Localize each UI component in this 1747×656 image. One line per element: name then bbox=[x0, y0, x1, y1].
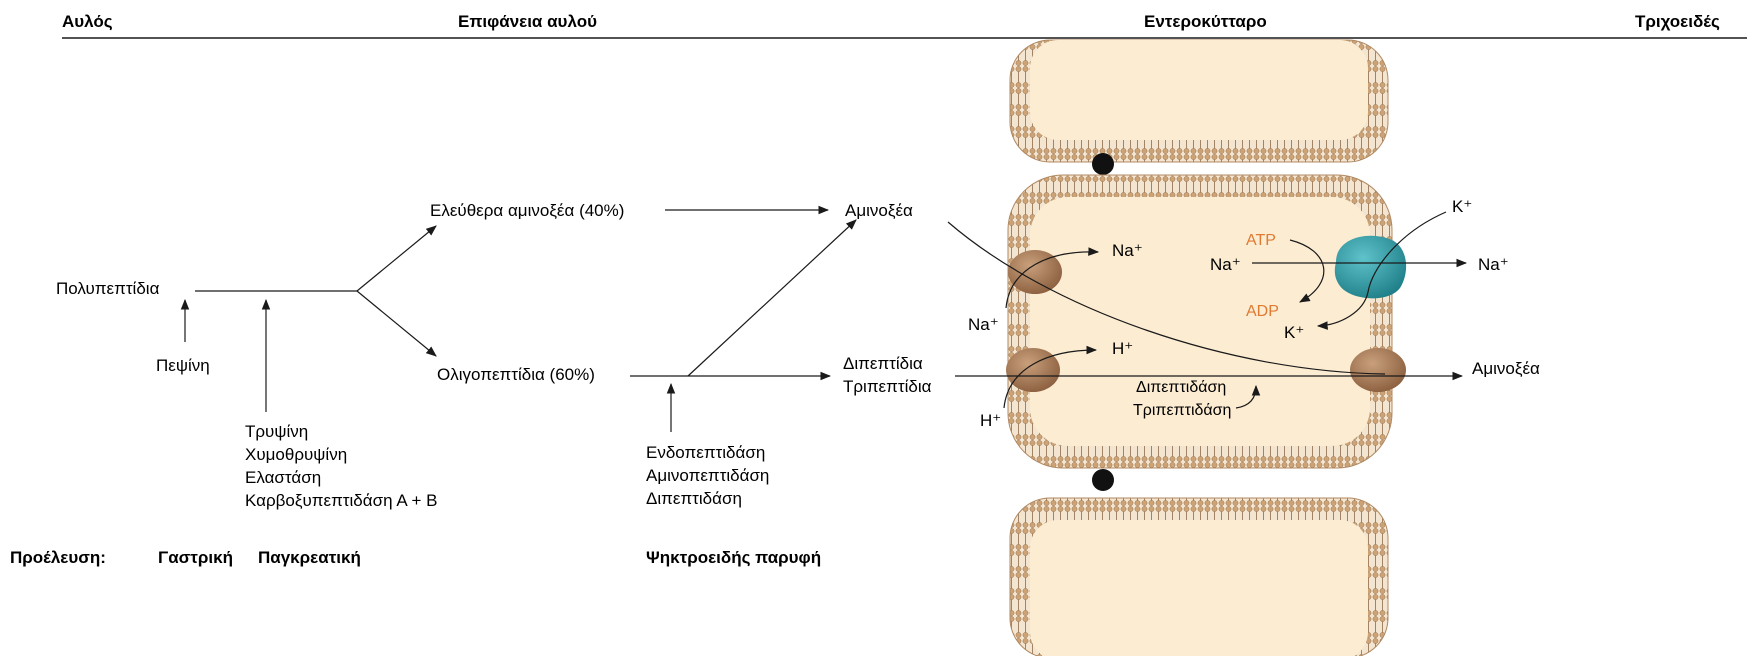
na-cell-label: Na⁺ bbox=[1210, 255, 1241, 274]
neighbor-cell-bottom bbox=[1010, 498, 1388, 656]
oligopeptides-label: Ολιγοπεπτίδια (60%) bbox=[437, 365, 595, 384]
origin-pancreatic: Παγκρεατική bbox=[258, 548, 361, 567]
dipeptides-label: Διπεπτίδια bbox=[843, 354, 923, 373]
brush-enzyme-3: Διπεπτιδάση bbox=[646, 489, 742, 508]
intracellular-enzyme-1: Διπεπτιδάση bbox=[1136, 379, 1226, 396]
pancreatic-enzyme-2: Χυμοθρυψίνη bbox=[245, 445, 347, 464]
header-lumen: Αυλός bbox=[62, 12, 113, 31]
h-peptide-cotransporter bbox=[1006, 348, 1060, 392]
adp-label: ADP bbox=[1246, 303, 1279, 320]
free-aa-label: Ελεύθερα αμινοξέα (40%) bbox=[430, 201, 624, 220]
arrow-to-oligopeptides bbox=[357, 291, 436, 356]
header-capillary: Τριχοειδές bbox=[1635, 12, 1720, 31]
h-out-label: H⁺ bbox=[980, 411, 1001, 430]
origin-gastric: Γαστρική bbox=[158, 548, 233, 567]
na-in-top-label: Na⁺ bbox=[1112, 241, 1143, 260]
pancreatic-enzyme-3: Ελαστάση bbox=[245, 468, 321, 487]
amino-acids-out-label: Αμινοξέα bbox=[1472, 359, 1540, 378]
arrow-to-free-aa bbox=[357, 226, 436, 291]
neighbor-cell-top bbox=[1010, 40, 1388, 162]
na-k-atpase-pump bbox=[1335, 236, 1406, 299]
na-lumen-label: Na⁺ bbox=[968, 315, 999, 334]
intracellular-enzyme-2: Τριπεπτιδάση bbox=[1133, 402, 1231, 419]
enterocyte-cell bbox=[1008, 175, 1392, 468]
pancreatic-enzyme-1: Τρυψίνη bbox=[245, 422, 308, 441]
atp-label: ATP bbox=[1246, 232, 1276, 249]
pepsin-label: Πεψίνη bbox=[156, 356, 210, 375]
h-in-label: H⁺ bbox=[1112, 339, 1133, 358]
tight-junction-bottom bbox=[1092, 469, 1114, 491]
tight-junction-top bbox=[1092, 153, 1114, 175]
header-surface: Επιφάνεια αυλού bbox=[458, 12, 597, 31]
na-blood-label: Na⁺ bbox=[1478, 255, 1509, 274]
amino-acids-label: Αμινοξέα bbox=[845, 201, 913, 220]
polypeptides-label: Πολυπεπτίδια bbox=[56, 279, 160, 298]
k-bottom-label: K⁺ bbox=[1284, 323, 1304, 342]
k-top-label: K⁺ bbox=[1452, 197, 1472, 216]
oligo-to-aa-arrow bbox=[688, 220, 856, 376]
tripeptides-label: Τριπεπτίδια bbox=[843, 377, 932, 396]
origin-brush-border: Ψηκτροειδής παρυφή bbox=[646, 548, 821, 567]
pancreatic-enzyme-4: Καρβοξυπεπτιδάση Α + Β bbox=[245, 491, 437, 510]
header-enterocyte: Εντεροκύτταρο bbox=[1144, 12, 1267, 31]
brush-enzyme-1: Ενδοπεπτιδάση bbox=[646, 443, 765, 462]
origin-label: Προέλευση: bbox=[10, 548, 106, 567]
basolateral-aa-transporter bbox=[1350, 348, 1406, 392]
brush-enzyme-2: Αμινοπεπτιδάση bbox=[646, 466, 769, 485]
